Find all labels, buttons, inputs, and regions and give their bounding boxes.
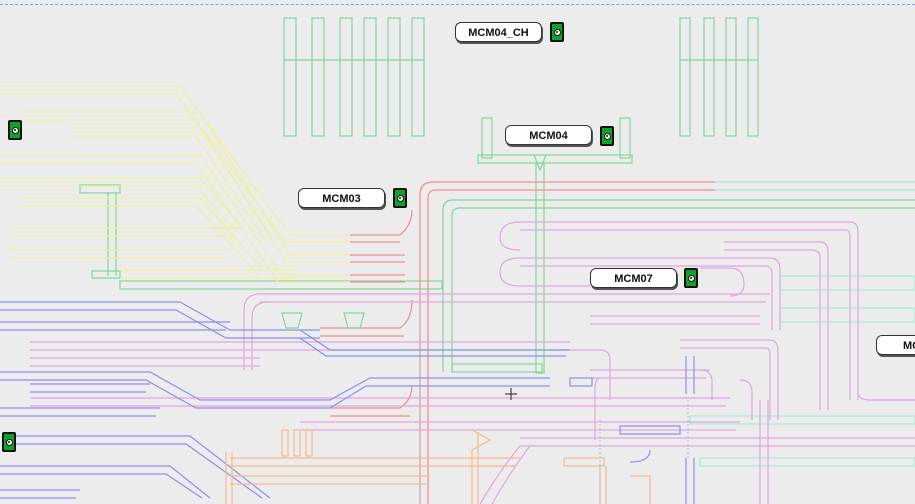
orange-conveyors [225,429,651,504]
green-chute-heads [281,312,365,329]
yellow-conveyors [0,85,350,283]
control-button-mcm04[interactable] [600,126,614,146]
control-button-icon [603,132,611,140]
green-chutes-left [283,17,425,137]
control-button-icon [5,438,13,446]
control-button-mcm04-ch[interactable] [550,22,564,42]
control-button-mcm07[interactable] [684,268,698,288]
green-chutes-right [679,17,759,137]
control-button-left-top[interactable] [8,120,22,140]
label-mcm04-ch[interactable]: MCM04_CH [455,22,542,42]
control-button-icon [11,126,19,134]
control-button-icon [396,194,404,202]
green-merge-mcm04 [477,117,633,374]
blue-conveyors [0,301,695,504]
guide-lines [419,290,689,504]
control-button-icon [553,28,561,36]
label-mcm03[interactable]: MCM03 [298,188,385,208]
control-button-left-bottom[interactable] [2,432,16,452]
control-button-icon [687,274,695,282]
crosshair-cursor-icon [505,388,517,400]
label-mcm07[interactable]: MCM07 [590,268,677,288]
control-button-mcm03[interactable] [393,188,407,208]
label-mcm-right[interactable]: MC [876,335,915,355]
label-mcm04[interactable]: MCM04 [505,125,592,145]
green-main-loop [79,184,915,373]
red-conveyors [320,181,715,504]
topbar-ruler [0,0,915,5]
